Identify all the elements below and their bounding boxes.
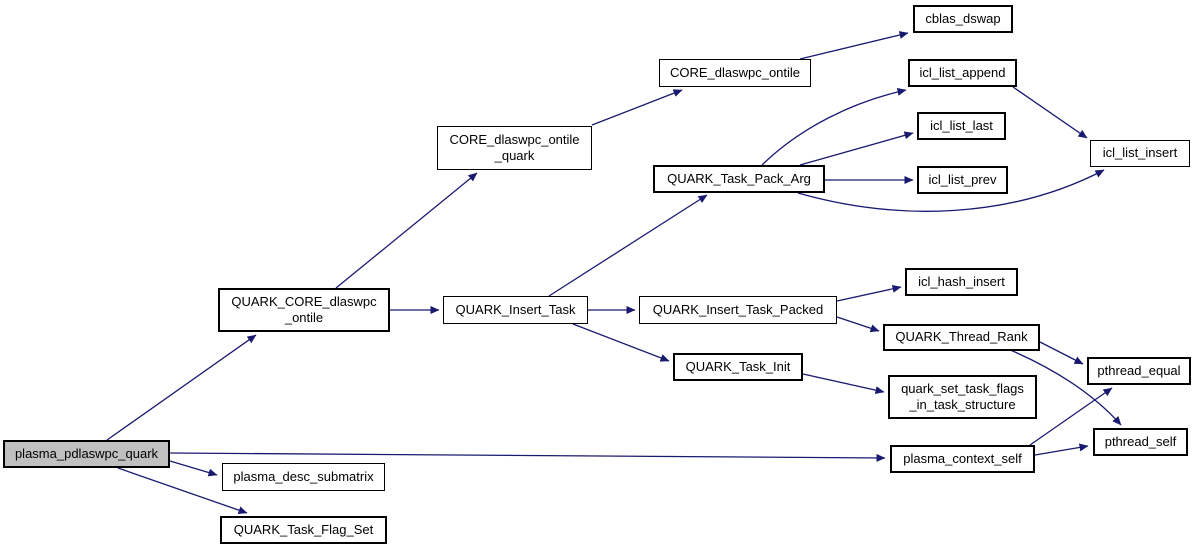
node-icl-list-insert[interactable]: icl_list_insert [1090, 140, 1190, 167]
edge-pack-arg-to-icl-list-insert [797, 169, 1105, 212]
edge-pack-arg-to-icl-list-append [761, 87, 907, 166]
edge-thread-rank-to-pthread-self [1007, 348, 1122, 426]
node-label: pthread_equal [1097, 362, 1181, 378]
node-plasma-desc-submatrix[interactable]: plasma_desc_submatrix [222, 463, 385, 491]
node-quark-task-pack-arg[interactable]: QUARK_Task_Pack_Arg [653, 165, 825, 193]
node-cblas-dswap[interactable]: cblas_dswap [913, 5, 1013, 33]
node-label: cblas_dswap [925, 10, 1001, 26]
node-core-dlaswpc-ontile[interactable]: CORE_dlaswpc_ontile [659, 59, 811, 87]
node-label: CORE_dlaswpc_ontile _quark [449, 131, 580, 163]
node-label: QUARK_Task_Pack_Arg [667, 170, 811, 186]
node-quark-task-flag-set[interactable]: QUARK_Task_Flag_Set [220, 516, 387, 544]
edge-thread-rank-to-pthread-equal [1039, 341, 1084, 365]
edge-root-to-plasma-desc-submatrix [169, 460, 218, 477]
node-label: QUARK_Thread_Rank [895, 329, 1028, 345]
node-icl-list-last[interactable]: icl_list_last [917, 112, 1006, 140]
node-quark-core-dlaswpc-ontile[interactable]: QUARK_CORE_dlaswpc _ontile [218, 288, 390, 332]
node-label: QUARK_Insert_Task [455, 301, 576, 317]
node-plasma-pdlaswpc-quark[interactable]: plasma_pdlaswpc_quark [3, 440, 170, 468]
node-label: plasma_desc_submatrix [233, 468, 374, 484]
node-pthread-equal[interactable]: pthread_equal [1087, 357, 1191, 385]
node-quark-task-init[interactable]: QUARK_Task_Init [673, 353, 803, 381]
node-label: pthread_self [1104, 433, 1177, 449]
edge-insert-task-to-task-pack-arg [548, 194, 708, 297]
node-quark-thread-rank[interactable]: QUARK_Thread_Rank [883, 324, 1040, 351]
edge-insert-task-packed-to-quark-thread-rank [836, 316, 880, 333]
node-label: QUARK_Task_Init [685, 358, 791, 374]
edge-quark-core-to-core-dlaswpc-ontile-quark [335, 172, 478, 289]
node-core-dlaswpc-ontile-quark[interactable]: CORE_dlaswpc_ontile _quark [437, 126, 592, 170]
node-label: icl_list_append [919, 64, 1006, 80]
node-icl-list-append[interactable]: icl_list_append [908, 59, 1017, 87]
node-label: icl_list_last [930, 117, 993, 133]
node-icl-hash-insert[interactable]: icl_hash_insert [905, 268, 1018, 296]
node-label: plasma_pdlaswpc_quark [14, 445, 159, 461]
node-label: quark_set_task_flags _in_task_structure [901, 380, 1024, 412]
edge-root-to-plasma-context-self [169, 452, 886, 462]
edge-pack-arg-to-icl-list-last [799, 131, 914, 166]
edge-core-dlaswpc-ontile-to-cblas-dswap [799, 31, 909, 60]
node-label: icl_list_prev [928, 171, 997, 187]
node-label: icl_hash_insert [918, 273, 1005, 289]
edge-insert-task-to-task-init [572, 323, 670, 362]
edge-root-to-quark-task-flag-set [117, 467, 248, 514]
node-plasma-context-self[interactable]: plasma_context_self [890, 445, 1035, 473]
edge-icl-list-append-to-icl-list-insert [1012, 86, 1088, 139]
edge-plasma-context-self-to-pthread-self [1034, 443, 1089, 456]
node-label: CORE_dlaswpc_ontile [669, 64, 801, 80]
edge-insert-task-packed-to-icl-hash-insert [836, 284, 902, 302]
node-label: plasma_context_self [903, 450, 1022, 466]
node-quark-insert-task[interactable]: QUARK_Insert_Task [443, 296, 588, 324]
edge-core-quark-to-core-dlaswpc-ontile [591, 89, 683, 126]
node-label: QUARK_Insert_Task_Packed [652, 301, 824, 317]
node-quark-set-task-flags-in-task-structure[interactable]: quark_set_task_flags _in_task_structure [888, 375, 1037, 419]
node-pthread-self[interactable]: pthread_self [1093, 428, 1188, 456]
edge-root-to-quark-core-dlaswpc-ontile [106, 334, 257, 441]
edge-task-init-to-quark-set-task-flags [802, 373, 885, 395]
node-label: QUARK_CORE_dlaswpc _ontile [231, 293, 377, 325]
node-label: QUARK_Task_Flag_Set [233, 521, 374, 537]
node-quark-insert-task-packed[interactable]: QUARK_Insert_Task_Packed [639, 296, 837, 324]
node-label: icl_list_insert [1102, 145, 1178, 161]
edge-plasma-context-self-to-pthread-equal [1029, 387, 1113, 446]
node-icl-list-prev[interactable]: icl_list_prev [917, 166, 1008, 194]
